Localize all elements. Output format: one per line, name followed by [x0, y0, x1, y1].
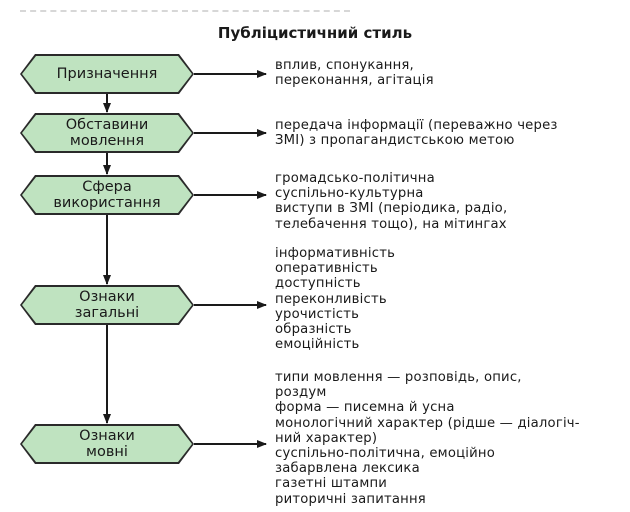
description-line: громадсько-політична — [275, 171, 435, 186]
diagram-title: Публіцистичний стиль — [217, 24, 413, 42]
description-line: урочистість — [275, 306, 360, 322]
flow-node: Сфера використання — [22, 177, 192, 213]
top-scan-line — [20, 10, 350, 15]
description-line: риторичні запитання — [275, 491, 426, 507]
description-line: ЗМІ) з пропагандистською метою — [275, 133, 515, 149]
description-line: оперативність — [275, 261, 378, 277]
description-line: виступи в ЗМІ (періодика, радіо, — [275, 201, 508, 217]
flow-node: Ознаки мовні — [22, 426, 192, 462]
node-label: Сфера використання — [53, 179, 161, 211]
description-line: передача інформації (переважно через — [275, 118, 558, 133]
node-label: Ознаки мовні — [79, 428, 135, 460]
description-line: телебачення тощо), на мітингах — [275, 216, 507, 232]
description-line: газетні штампи — [275, 476, 388, 492]
flow-node: Призначення — [22, 56, 192, 92]
description-line: інформативність — [275, 246, 396, 261]
description-line: переконання, агітація — [275, 73, 434, 89]
description-line: переконливість — [275, 291, 387, 307]
flow-node: Обставини мовлення — [22, 115, 192, 151]
description-line: монологічний характер (рідше — діалогіч- — [275, 415, 580, 431]
description-line: емоційність — [275, 337, 360, 353]
description-line: форма — писемна й усна — [275, 400, 455, 416]
description-line: ний характер) — [275, 430, 378, 446]
node-label: Призначення — [56, 66, 158, 82]
description-line: доступність — [275, 276, 361, 292]
flow-node: Ознаки загальні — [22, 287, 192, 323]
node-label: Ознаки загальні — [74, 289, 140, 321]
description-line: образність — [275, 322, 352, 338]
description-line: суспільно-політична, емоційно — [275, 446, 495, 462]
description-line: типи мовлення — розповідь, опис, — [275, 370, 522, 385]
description-line: забарвлена лексика — [275, 461, 420, 477]
node-label: Обставини мовлення — [65, 117, 149, 149]
description-line: роздум — [275, 385, 327, 401]
description-line: суспільно-культурна — [275, 186, 424, 202]
description-line: вплив, спонукання, — [275, 58, 414, 73]
node-description: вплив, спонукання,переконання, агітація — [275, 58, 434, 88]
